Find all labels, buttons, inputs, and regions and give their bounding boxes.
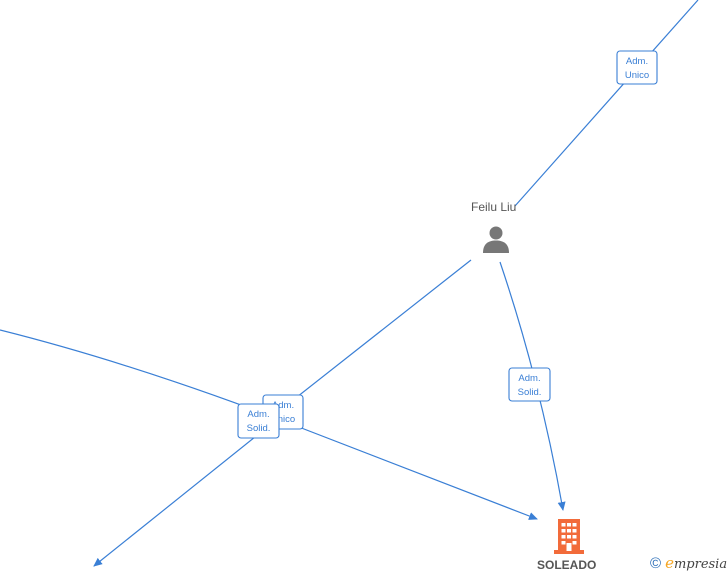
- badge-line-1: Adm.: [518, 373, 540, 384]
- role-badge-left-front[interactable]: Adm. Solid.: [237, 403, 280, 439]
- edge-person-to-left-node: [282, 259, 472, 409]
- person-icon[interactable]: [482, 225, 510, 253]
- badge-line-1: Adm.: [247, 409, 269, 420]
- edge-top-right-to-person: [514, 0, 699, 207]
- edge-left-to-company: [0, 329, 538, 520]
- edge-left-to-bottom: [93, 436, 256, 567]
- badge-line-1: Adm.: [626, 56, 648, 67]
- copyright-brand[interactable]: © empresia: [650, 554, 727, 572]
- badge-line-2: Solid.: [247, 423, 271, 434]
- person-name-label[interactable]: Feilu Liu: [471, 200, 517, 214]
- badge-line-1: Adm.: [272, 400, 294, 411]
- badge-line-2: Unico: [625, 70, 649, 81]
- role-badge-top-right[interactable]: Adm. Unico: [616, 50, 658, 85]
- brand-name: mpresia: [673, 557, 728, 572]
- badge-line-2: Unico: [271, 414, 295, 425]
- company-name-label[interactable]: SOLEADO: [537, 558, 597, 572]
- building-icon[interactable]: [554, 519, 584, 554]
- role-badge-person-to-company[interactable]: Adm. Solid.: [508, 367, 551, 402]
- copyright-symbol: ©: [650, 554, 662, 572]
- brand-logo: empresia: [665, 554, 727, 572]
- brand-initial: e: [665, 554, 674, 572]
- badge-line-2: Solid.: [518, 387, 542, 398]
